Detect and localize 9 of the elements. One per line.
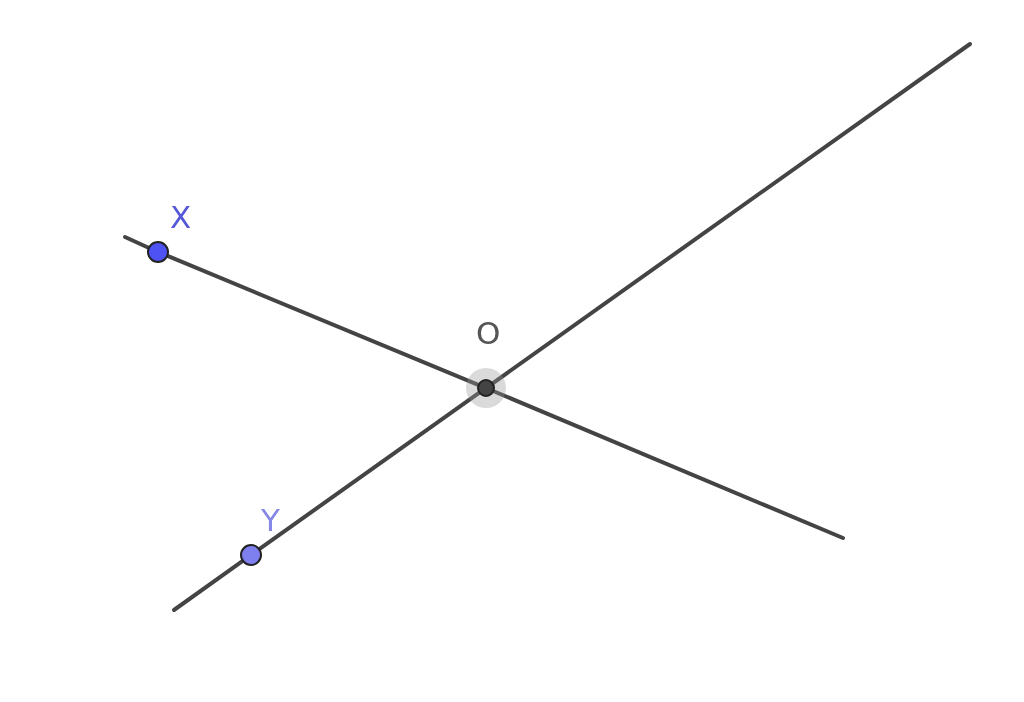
line-segment [172, 559, 245, 612]
point-label: Y [261, 505, 280, 536]
point-label: X [170, 202, 192, 233]
line-segment [257, 391, 481, 551]
line-segment [123, 235, 150, 250]
line-segment [166, 254, 480, 387]
point-label: O [476, 318, 501, 349]
line-segment [491, 42, 972, 385]
line-segment [492, 389, 845, 540]
